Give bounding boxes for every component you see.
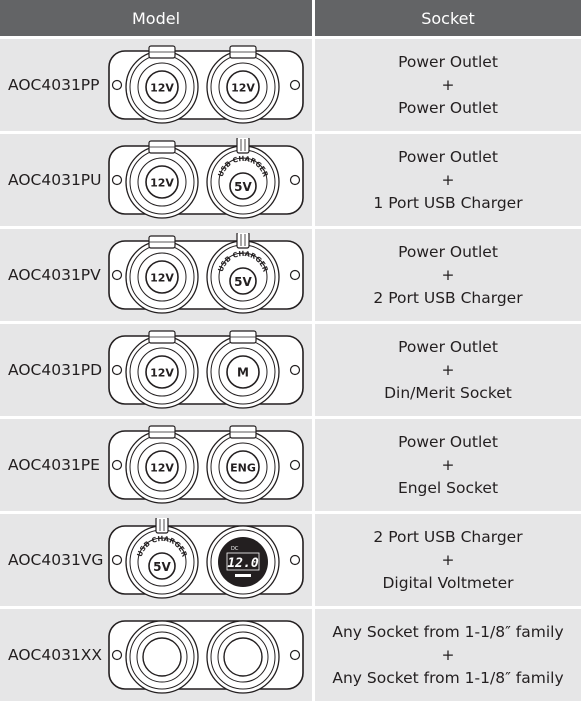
socket-face-label: ENG xyxy=(230,462,256,475)
socket-line-2: Any Socket from 1-1/8″ family xyxy=(332,668,564,687)
model-cell: AOC4031XX xyxy=(0,609,312,701)
socket-face-label: 5V xyxy=(153,560,171,574)
socket-cell: Power Outlet + Power Outlet xyxy=(315,39,581,131)
header-model: Model xyxy=(0,0,312,36)
socket-face-label: 5V xyxy=(234,180,252,194)
power-outlet-icon: M xyxy=(206,330,280,409)
model-name: AOC4031PU xyxy=(8,171,102,189)
plus-sign: + xyxy=(441,360,455,379)
socket-line-1: Power Outlet xyxy=(398,147,498,166)
socket-cell: Power Outlet + Engel Socket xyxy=(315,419,581,511)
socket-face-label: 12V xyxy=(150,462,174,475)
socket-line-2: 2 Port USB Charger xyxy=(373,288,523,307)
table-row: AOC4031PD 12V M Power Outlet + Din/Merit Sock… xyxy=(0,324,581,416)
socket-cell: Power Outlet + Din/Merit Socket xyxy=(315,324,581,416)
plus-sign: + xyxy=(441,265,455,284)
power-outlet-icon: ENG xyxy=(206,425,280,504)
plus-sign: + xyxy=(441,75,455,94)
model-name: AOC4031PP xyxy=(8,76,100,94)
socket-line-1: Power Outlet xyxy=(398,242,498,261)
plus-sign: + xyxy=(441,170,455,189)
power-outlet-icon: 12V xyxy=(125,330,199,409)
socket-cell: Any Socket from 1-1/8″ family + Any Socket… xyxy=(315,609,581,701)
model-name: AOC4031PD xyxy=(8,361,103,379)
socket-face-label: 12V xyxy=(150,177,174,190)
model-cell: AOC4031PE 12V ENG xyxy=(0,419,312,511)
socket-line-2: Din/Merit Socket xyxy=(384,383,512,402)
power-outlet-icon: 12V xyxy=(125,140,199,219)
socket-line-1: Power Outlet xyxy=(398,432,498,451)
socket-panel-image: 12V 12V xyxy=(107,43,305,127)
socket-face-label: M xyxy=(237,366,249,380)
power-outlet-icon: 12V xyxy=(125,45,199,124)
socket-cell: 2 Port USB Charger + Digital Voltmeter xyxy=(315,514,581,606)
model-name: AOC4031VG xyxy=(8,551,104,569)
socket-line-2: Engel Socket xyxy=(397,478,499,497)
socket-face-label: 12V xyxy=(150,367,174,380)
voltmeter-icon: DC 12.0 xyxy=(206,525,280,599)
plus-sign: + xyxy=(441,645,455,664)
model-cell: AOC4031PP 12V 12V xyxy=(0,39,312,131)
voltmeter-dc-tag: DC xyxy=(231,546,239,552)
power-outlet-icon: 12V xyxy=(206,45,280,124)
blank-socket-icon xyxy=(206,620,280,694)
table-row: AOC4031PE 12V ENG Power Outlet + Engel Socket xyxy=(0,419,581,511)
socket-face-label: 5V xyxy=(234,275,252,289)
plus-sign: + xyxy=(441,455,455,474)
socket-line-1: Power Outlet xyxy=(398,52,498,71)
socket-face-label: 12V xyxy=(150,82,174,95)
model-name: AOC4031PE xyxy=(8,456,100,474)
power-outlet-icon: 12V xyxy=(125,235,199,314)
model-name: AOC4031XX xyxy=(8,646,103,664)
plus-sign: + xyxy=(441,550,455,569)
socket-line-1: Power Outlet xyxy=(398,337,498,356)
socket-line-2: 1 Port USB Charger xyxy=(373,193,523,212)
power-outlet-icon: 12V xyxy=(125,425,199,504)
socket-face-label: 12V xyxy=(150,272,174,285)
socket-line-2: Power Outlet xyxy=(398,98,498,117)
socket-panel-image xyxy=(107,613,305,697)
socket-line-2: Digital Voltmeter xyxy=(382,573,514,592)
socket-cell: Power Outlet +1 Port USB Charger xyxy=(315,134,581,226)
socket-line-1: Any Socket from 1-1/8″ family xyxy=(332,622,564,641)
voltmeter-reading: 12.0 xyxy=(227,556,258,571)
blank-socket-icon xyxy=(125,620,199,694)
socket-panel-image: 12V ENG xyxy=(107,423,305,507)
model-cell: AOC4031PD 12V M xyxy=(0,324,312,416)
model-name: AOC4031PV xyxy=(8,266,101,284)
table-row: AOC4031PP 12V 12V Power Outlet + Power Outlet xyxy=(0,39,581,131)
socket-face-label: 12V xyxy=(231,82,255,95)
header-socket: Socket xyxy=(315,0,581,36)
socket-cell: Power Outlet +2 Port USB Charger xyxy=(315,229,581,321)
socket-line-1: 2 Port USB Charger xyxy=(373,527,523,546)
socket-panel-image: 12V M xyxy=(107,328,305,412)
